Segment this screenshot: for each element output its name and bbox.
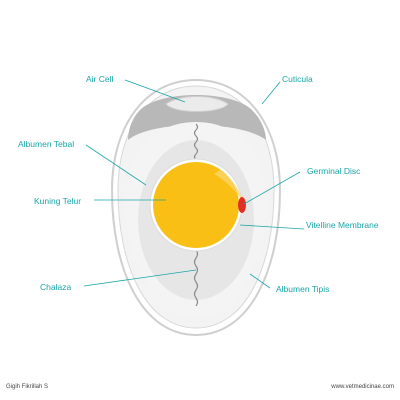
label-vitelline-membrane: Vitelline Membrane <box>306 220 379 230</box>
germinal-disc <box>238 197 246 213</box>
air-cell-region <box>128 95 266 140</box>
leader-cuticula <box>261 81 281 105</box>
yolk <box>153 162 239 248</box>
label-albumen-tebal: Albumen Tebal <box>18 139 74 149</box>
label-chalaza: Chalaza <box>40 282 71 292</box>
author-credit: Gigih Fikrillah S <box>6 384 48 390</box>
leader-chalaza <box>83 269 197 287</box>
label-cuticula: Cuticula <box>282 74 313 84</box>
leader-albumen-tebal <box>85 144 147 186</box>
label-albumen-tipis: Albumen Tipis <box>276 284 329 294</box>
leader-albumen-tipis <box>249 273 271 289</box>
leader-air-cell <box>124 79 186 103</box>
chalaza-bottom <box>193 249 199 307</box>
label-air-cell: Air Cell <box>86 74 114 84</box>
website-credit: www.vetmedicinae.com <box>330 384 394 390</box>
label-germinal-disc: Germinal Disc <box>307 166 361 176</box>
leader-vitelline-membrane <box>239 224 305 230</box>
label-kuning-telur: Kuning Telur <box>34 196 81 206</box>
yolk-highlight <box>214 170 242 200</box>
leader-germinal-disc <box>243 171 301 205</box>
